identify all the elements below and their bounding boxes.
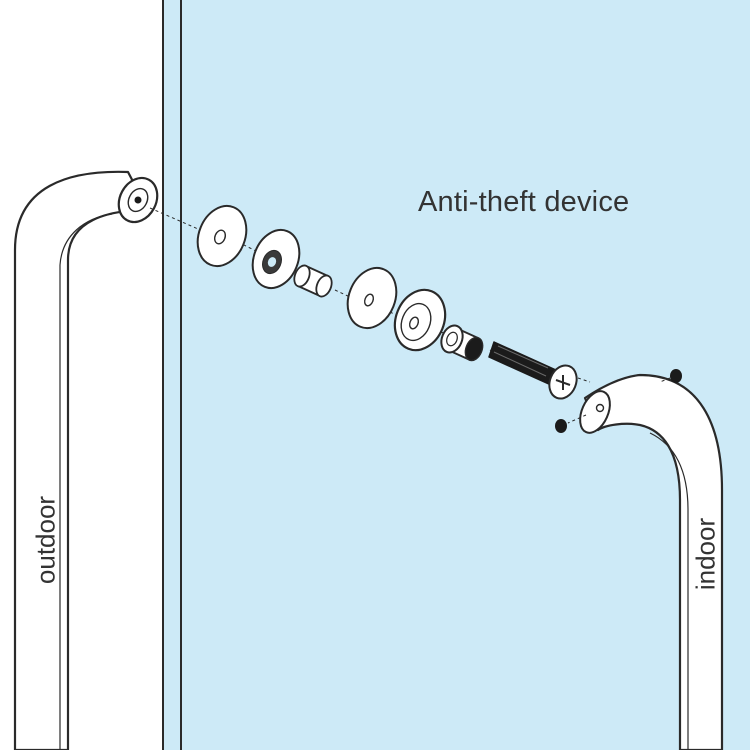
indoor-handle <box>579 373 724 750</box>
outdoor-label: outdoor <box>30 495 61 585</box>
sleeve <box>293 264 333 298</box>
glass-panel <box>163 0 750 750</box>
diagram-title: Anti-theft device <box>418 186 630 218</box>
washer-2 <box>346 266 398 330</box>
indoor-label: indoor <box>690 517 721 591</box>
threaded-bolt <box>488 341 578 400</box>
washer-1 <box>196 204 248 268</box>
outdoor-handle <box>13 170 159 750</box>
rubber-washer <box>251 228 301 290</box>
cup-washer <box>393 288 447 352</box>
collar-nut <box>440 324 484 362</box>
grub-screws <box>555 369 682 433</box>
